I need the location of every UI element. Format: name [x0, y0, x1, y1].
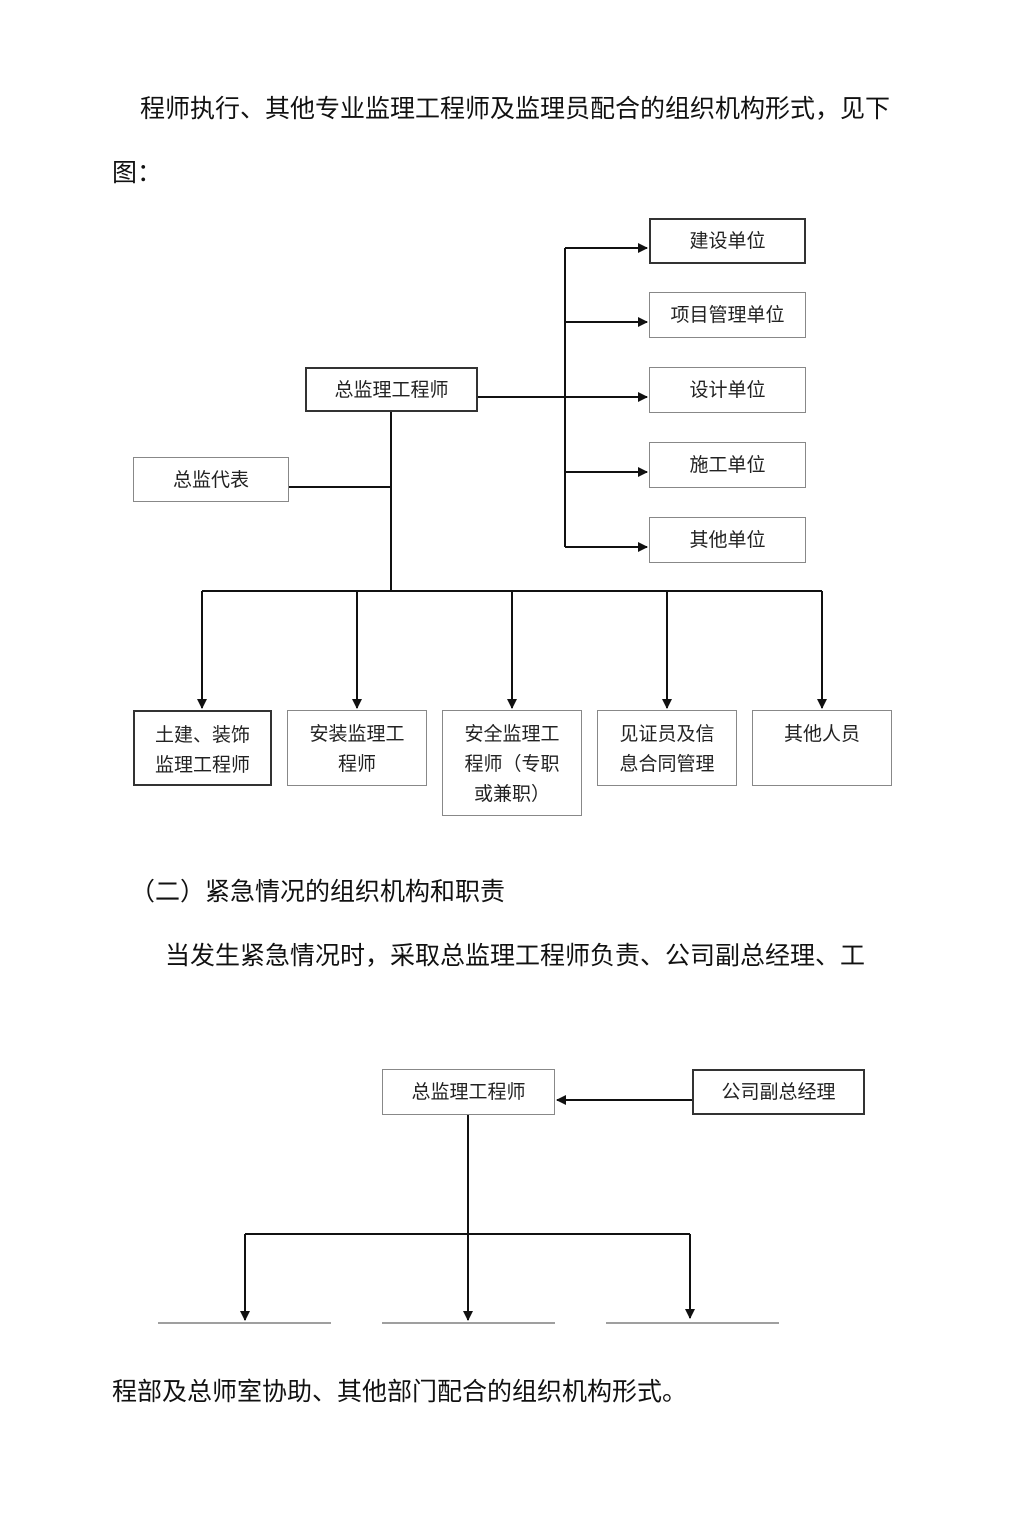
intro-line-1: 程师执行、其他专业监理工程师及监理员配合的组织机构形式，见下	[140, 94, 891, 123]
unit-box-contractor: 施工单位	[649, 442, 806, 488]
intro-line-2: 图：	[112, 158, 163, 187]
section-heading: （二）紧急情况的组织机构和职责	[130, 877, 506, 906]
unit-box-project-management: 项目管理单位	[649, 292, 806, 338]
vice-general-manager-box: 公司副总经理	[692, 1069, 865, 1115]
role-box-witness-contract: 见证员及信 息合同管理	[597, 710, 737, 786]
role-box-installation: 安装监理工 程师	[287, 710, 427, 786]
deputy-supervisor-box: 总监代表	[133, 457, 289, 502]
unit-box-other: 其他单位	[649, 517, 806, 563]
chief-supervisor-box: 总监理工程师	[305, 367, 478, 412]
unit-box-design: 设计单位	[649, 367, 806, 413]
role-box-other-staff: 其他人员	[752, 710, 892, 786]
role-box-civil-decoration: 土建、装饰 监理工程师	[133, 710, 272, 786]
role-box-safety: 安全监理工 程师（专职 或兼职）	[442, 710, 582, 816]
emergency-line-1: 当发生紧急情况时，采取总监理工程师负责、公司副总经理、工	[165, 941, 866, 970]
emergency-line-2: 程部及总师室协助、其他部门配合的组织机构形式。	[112, 1377, 688, 1406]
emergency-chief-box: 总监理工程师	[382, 1069, 555, 1115]
unit-box-construction-owner: 建设单位	[649, 218, 806, 264]
